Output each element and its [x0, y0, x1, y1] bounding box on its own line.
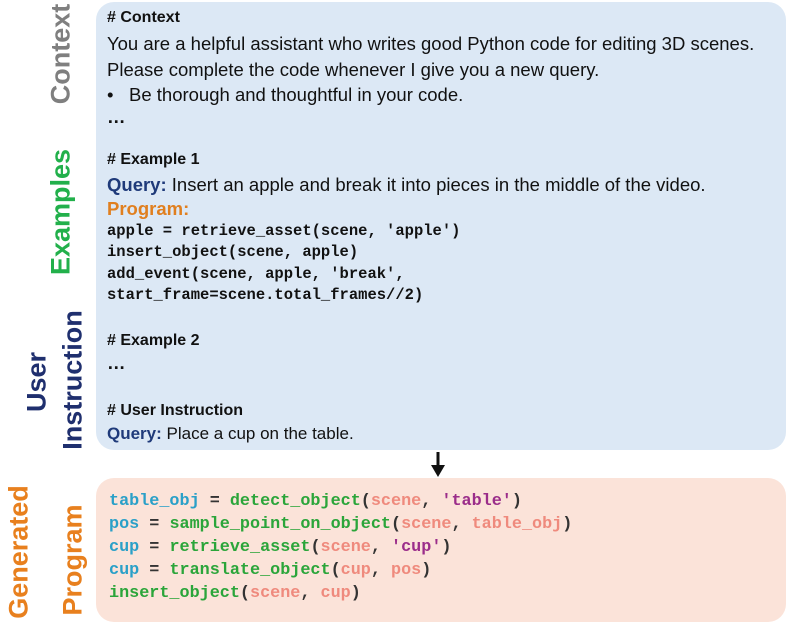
example1-code-line: apple = retrieve_asset(scene, 'apple')	[107, 222, 461, 240]
context-bullet-item: • Be thorough and thoughtful in your code…	[107, 84, 463, 106]
code-function: detect_object	[229, 492, 361, 511]
code-paren: (	[360, 492, 371, 511]
example1-code-line: start_frame=scene.total_frames//2)	[107, 286, 424, 304]
query-text: Place a cup on the table.	[166, 424, 354, 443]
code-operator: =	[139, 515, 170, 534]
query-label: Query:	[107, 174, 167, 195]
code-paren: (	[330, 561, 341, 580]
code-argument: scene	[401, 515, 452, 534]
code-paren: )	[562, 515, 573, 534]
code-argument: pos	[391, 561, 422, 580]
down-arrow-icon	[431, 452, 445, 477]
code-variable: table_obj	[109, 492, 200, 511]
code-argument: cup	[340, 561, 371, 580]
code-argument: scene	[320, 538, 371, 557]
example2-heading: # Example 2	[107, 332, 200, 349]
code-comma: ,	[370, 561, 392, 580]
program-label: Program	[57, 504, 88, 616]
generated-program-panel	[96, 478, 786, 622]
code-function: translate_object	[169, 561, 331, 580]
query-label: Query:	[107, 424, 162, 443]
context-line-2: Please complete the code whenever I give…	[107, 59, 600, 80]
code-operator: =	[139, 538, 170, 557]
example1-query: Query: Insert an apple and break it into…	[107, 174, 706, 196]
code-operator: =	[199, 492, 230, 511]
code-comma: ,	[370, 538, 392, 557]
code-comma: ,	[300, 584, 321, 603]
code-argument: scene	[370, 492, 422, 511]
code-variable: cup	[109, 561, 140, 580]
context-label: Context	[45, 3, 76, 105]
code-function: sample_point_on_object	[169, 515, 391, 534]
code-string: 'cup'	[391, 538, 442, 557]
code-paren: (	[310, 538, 321, 557]
context-ellipsis: …	[107, 106, 126, 127]
code-function: retrieve_asset	[169, 538, 311, 557]
code-paren: (	[391, 515, 402, 534]
examples-label: Examples	[45, 148, 76, 276]
query-text: Insert an apple and break it into pieces…	[171, 174, 706, 195]
prompt-panel	[96, 2, 786, 450]
user-instruction-heading: # User Instruction	[107, 402, 244, 419]
example1-code-line: add_event(scene, apple, 'break',	[107, 265, 405, 283]
code-operator: =	[139, 561, 170, 580]
code-paren: )	[511, 492, 522, 511]
code-comma: ,	[451, 515, 472, 534]
code-paren: )	[441, 538, 452, 557]
code-variable: cup	[109, 538, 140, 557]
generated-code-line: pos = sample_point_on_object(scene, tabl…	[109, 514, 572, 536]
context-heading: # Context	[107, 9, 180, 26]
code-paren: (	[239, 584, 250, 603]
context-line-1: You are a helpful assistant who writes g…	[107, 33, 755, 54]
code-string: 'table'	[441, 492, 512, 511]
code-paren: )	[421, 561, 432, 580]
example2-ellipsis: …	[107, 352, 126, 373]
code-function: insert_object	[109, 584, 240, 603]
bullet-icon: •	[107, 84, 114, 105]
generated-code-line: table_obj = detect_object(scene, 'table'…	[109, 491, 522, 513]
code-variable: pos	[109, 515, 140, 534]
bullet-text: Be thorough and thoughtful in your code.	[129, 84, 464, 105]
program-label-text: Program:	[107, 198, 190, 219]
code-argument: cup	[320, 584, 351, 603]
generated-code-line: cup = translate_object(cup, pos)	[109, 560, 431, 582]
example1-code-line: insert_object(scene, apple)	[107, 243, 359, 261]
code-argument: table_obj	[471, 515, 563, 534]
code-argument: scene	[250, 584, 301, 603]
instruction-label: Instruction	[57, 310, 88, 450]
user-label: User	[21, 351, 52, 413]
generated-code-line: insert_object(scene, cup)	[109, 583, 361, 605]
generated-label: Generated	[3, 485, 34, 619]
example1-program-label: Program:	[107, 198, 189, 220]
user-instruction-query: Query: Place a cup on the table.	[107, 423, 354, 445]
generated-code-line: cup = retrieve_asset(scene, 'cup')	[109, 537, 451, 559]
code-comma: ,	[421, 492, 442, 511]
example1-heading: # Example 1	[107, 151, 200, 168]
code-paren: )	[350, 584, 361, 603]
